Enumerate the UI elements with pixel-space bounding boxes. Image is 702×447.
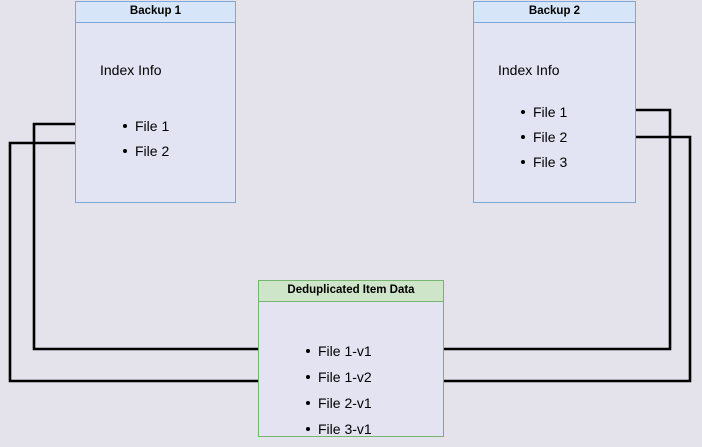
list-item[interactable]: File 3 <box>519 154 567 170</box>
list-item[interactable]: File 2 <box>519 129 567 145</box>
node-backup1-file-list: File 1 File 2 <box>121 118 169 168</box>
node-dedup-file-list: File 1-v1 File 1-v2 File 2-v1 File 3-v1 <box>304 343 372 447</box>
node-backup1-body: Index Info File 1 File 2 <box>76 23 235 202</box>
list-item[interactable]: File 2 <box>121 143 169 159</box>
node-backup2[interactable]: Backup 2 Index Info File 1 File 2 File 3 <box>473 1 636 203</box>
list-item[interactable]: File 1 <box>121 118 169 134</box>
list-item[interactable]: File 1-v1 <box>304 343 372 359</box>
node-backup2-body: Index Info File 1 File 2 File 3 <box>474 23 635 202</box>
node-dedup-title: Deduplicated Item Data <box>259 281 443 302</box>
node-backup1-subtitle: Index Info <box>100 62 162 78</box>
list-item[interactable]: File 3-v1 <box>304 421 372 437</box>
node-dedup-body: File 1-v1 File 1-v2 File 2-v1 File 3-v1 <box>259 302 443 437</box>
node-backup2-title: Backup 2 <box>474 2 635 23</box>
list-item[interactable]: File 1-v2 <box>304 369 372 385</box>
node-backup2-file-list: File 1 File 2 File 3 <box>519 104 567 179</box>
node-deduplicated-item-data[interactable]: Deduplicated Item Data File 1-v1 File 1-… <box>258 280 444 437</box>
list-item[interactable]: File 1 <box>519 104 567 120</box>
node-backup1-title: Backup 1 <box>76 2 235 23</box>
node-backup2-subtitle: Index Info <box>498 62 560 78</box>
node-backup1[interactable]: Backup 1 Index Info File 1 File 2 <box>75 1 236 203</box>
list-item[interactable]: File 2-v1 <box>304 395 372 411</box>
